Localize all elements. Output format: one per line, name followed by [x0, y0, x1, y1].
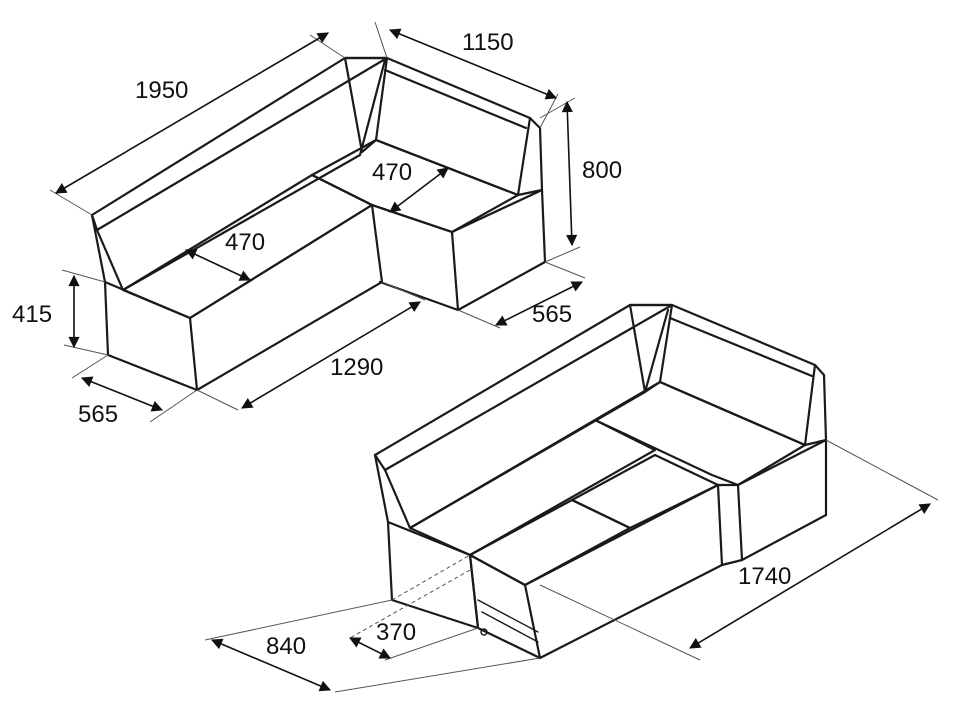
bottom-right-seat	[593, 380, 807, 487]
top-short-backrest-inner	[383, 68, 528, 130]
top-right-seat	[310, 138, 520, 234]
bottom-drawer-rails	[477, 599, 539, 643]
dim-line-565-left	[80, 376, 164, 412]
top-right-base-side	[450, 188, 547, 312]
bottom-front-cushion-right	[570, 453, 720, 530]
dim-label-1740: 1740	[738, 563, 791, 590]
bottom-long-backrest-top	[373, 303, 674, 472]
dim-line-1290	[241, 301, 421, 409]
dim-label-565-left: 565	[78, 401, 118, 428]
dim-label-470-left: 470	[225, 229, 265, 256]
bottom-hidden-edge	[391, 554, 471, 601]
dim-label-565-right: 565	[532, 301, 572, 328]
bottom-sofa-drawing	[373, 303, 828, 660]
dim-label-840: 840	[266, 633, 306, 660]
dim-line-1740	[689, 503, 931, 649]
bottom-short-backrest-inner	[668, 316, 814, 378]
bottom-drawer-side	[523, 483, 724, 660]
dim-line-1950	[55, 32, 329, 194]
bottom-dimensions: 1740 840 370	[204, 439, 939, 693]
top-sofa-drawing	[90, 56, 547, 392]
dim-label-415: 415	[12, 301, 52, 328]
top-long-backrest-face	[95, 58, 387, 292]
top-backrest-left-edge	[90, 213, 107, 284]
dim-label-1950: 1950	[135, 77, 188, 104]
top-left-base-front	[103, 280, 199, 392]
dim-label-1290: 1290	[330, 354, 383, 381]
dim-label-1150: 1150	[462, 29, 514, 56]
dim-label-470-right: 470	[372, 159, 412, 186]
dim-line-565-right	[494, 281, 584, 326]
bottom-long-backrest-face	[383, 308, 670, 530]
dim-line-470-left	[184, 249, 252, 281]
dim-label-370: 370	[376, 619, 416, 646]
dim-line-1150	[388, 28, 558, 100]
dim-line-470-right	[389, 167, 449, 213]
bottom-short-backrest-side	[803, 363, 828, 447]
dim-line-840	[210, 638, 332, 692]
top-short-backrest-side	[516, 116, 544, 197]
top-right-base-front	[370, 203, 460, 312]
dim-line-370	[348, 637, 392, 659]
dim-label-800: 800	[582, 157, 622, 184]
top-dimensions: 1950 1150 800 470 470 415 1290 565 565	[12, 21, 622, 428]
bottom-short-backrest-face	[658, 303, 817, 447]
bottom-drawer-wheel	[480, 628, 488, 636]
bottom-drawer-front	[468, 553, 542, 660]
bottom-backrest-left-edge	[373, 453, 390, 524]
dim-line-800	[561, 100, 578, 247]
